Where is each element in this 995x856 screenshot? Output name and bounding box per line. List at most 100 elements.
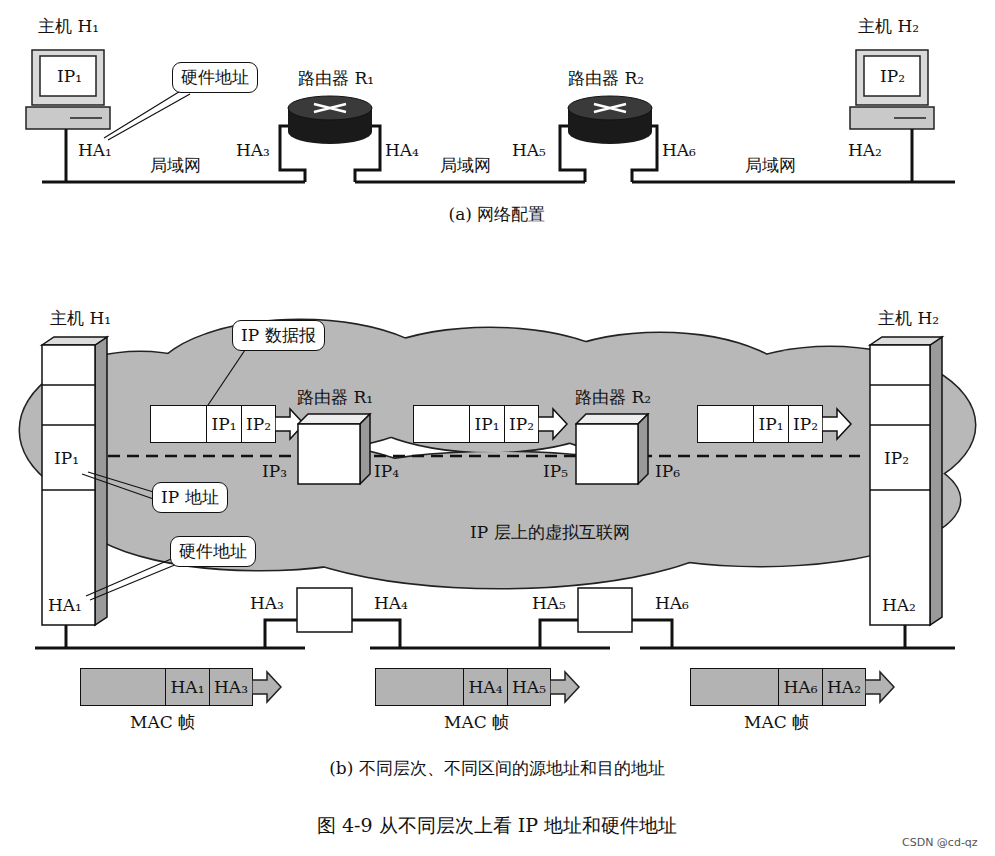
- frame-body: [150, 405, 206, 443]
- label: HA₆: [662, 140, 696, 160]
- label: MAC 帧: [444, 712, 509, 732]
- arrow-head: [538, 405, 568, 443]
- hardware-address: HA₁: [171, 677, 205, 697]
- label: HA₂: [848, 140, 882, 160]
- callout-box: IP 数据报: [232, 320, 325, 351]
- lan-line: [35, 620, 955, 648]
- label: 主机 H₁: [38, 16, 99, 36]
- frame-body: [697, 405, 753, 443]
- ip-address: IP₁: [475, 414, 500, 434]
- label-box: IP 层上的虚拟互联网: [470, 522, 630, 542]
- label-box: HA₂: [882, 595, 916, 615]
- label-box: 主机 H₂: [878, 308, 939, 328]
- callout-text: IP 地址: [161, 487, 219, 507]
- label-box: IP₁: [57, 66, 82, 86]
- label: MAC 帧: [744, 712, 809, 732]
- label: 主机 H₂: [878, 308, 939, 328]
- ip-datagram: IP₁ IP₂: [413, 405, 568, 443]
- label: IP₆: [655, 461, 680, 481]
- label-box: 路由器 R₁: [298, 68, 374, 88]
- label: HA₄: [385, 140, 419, 160]
- mac-frame: HA₁HA₃: [80, 668, 282, 706]
- label-box: HA₃: [250, 593, 284, 613]
- ip-address: IP₂: [509, 414, 534, 434]
- label-box: HA₄: [385, 140, 419, 160]
- leader-line: [104, 90, 190, 140]
- mac-frame: HA₄HA₅: [375, 668, 580, 706]
- label-box: MAC 帧: [444, 712, 509, 732]
- label: HA₄: [374, 593, 408, 613]
- router-name: 路由器 R₁: [297, 386, 373, 409]
- label-box: 局域网: [440, 155, 491, 175]
- ip-address: IP₁: [759, 414, 784, 434]
- label-box: MAC 帧: [130, 712, 195, 732]
- frame-body: [375, 668, 463, 706]
- address-field: HA₅: [507, 668, 551, 706]
- watermark: CSDN @cd-qz: [902, 836, 978, 849]
- arrow-head: [865, 668, 895, 706]
- label-box: HA₅: [512, 140, 546, 160]
- label: MAC 帧: [130, 712, 195, 732]
- label: 主机 H₂: [858, 16, 919, 36]
- label-box: (b) 不同层次、不同区间的源地址和目的地址: [329, 758, 665, 778]
- router-cube: [297, 413, 373, 485]
- router-name: 路由器 R₂: [575, 386, 651, 409]
- address-field: HA₁: [165, 668, 209, 706]
- label: IP₄: [374, 461, 399, 481]
- label: HA₂: [882, 595, 916, 615]
- hardware-address: HA₅: [512, 677, 546, 697]
- protocol-stack: [42, 337, 942, 625]
- address-field: HA₃: [209, 668, 253, 706]
- callout-text: IP 数据报: [241, 325, 316, 345]
- label: HA₃: [250, 593, 284, 613]
- caption-box: 图 4-9 从不同层次上看 IP 地址和硬件地址: [317, 814, 677, 837]
- label: IP₂: [884, 448, 909, 468]
- label-box: IP₄: [374, 461, 399, 481]
- label: IP₅: [543, 461, 568, 481]
- frame-body: [690, 668, 778, 706]
- label-box: IP₂: [880, 66, 905, 86]
- label: 局域网: [150, 155, 201, 175]
- label: 局域网: [745, 155, 796, 175]
- label-box: HA₅: [532, 593, 566, 613]
- frame-body: [413, 405, 469, 443]
- label-box: HA₆: [655, 593, 689, 613]
- cloud: [20, 320, 975, 588]
- label-box: IP₆: [655, 461, 680, 481]
- ip-address: IP₁: [212, 414, 237, 434]
- label-box: 局域网: [150, 155, 201, 175]
- label-box: 局域网: [745, 155, 796, 175]
- label-box: HA₁: [48, 595, 82, 615]
- callout-text: 硬件地址: [179, 541, 247, 561]
- mac-frame: HA₆HA₂: [690, 668, 895, 706]
- router: 路由器 R₂: [575, 386, 651, 485]
- hardware-address: HA₆: [784, 677, 818, 697]
- label: 路由器 R₂: [568, 68, 644, 88]
- label: IP₃: [262, 461, 287, 481]
- sub-caption: (a) 网络配置: [449, 204, 546, 224]
- sub-caption: (b) 不同层次、不同区间的源地址和目的地址: [329, 758, 665, 778]
- label-box: CSDN @cd-qz: [902, 836, 978, 849]
- callout-box: IP 地址: [152, 482, 228, 513]
- label-box: HA₆: [662, 140, 696, 160]
- label-box: MAC 帧: [744, 712, 809, 732]
- address-field: HA₆: [778, 668, 822, 706]
- label: 路由器 R₁: [298, 68, 374, 88]
- frame-body: [80, 668, 165, 706]
- ip-datagram: IP₁IP₂: [697, 405, 852, 443]
- label-box: 主机 H₁: [50, 308, 111, 328]
- router-box: [297, 588, 632, 632]
- address-field: IP₂: [788, 405, 823, 443]
- label: IP 层上的虚拟互联网: [470, 522, 630, 542]
- ip-layer-line: [108, 455, 860, 458]
- arrow-head: [252, 668, 282, 706]
- router-cube: [575, 413, 651, 485]
- arrow-head: [550, 668, 580, 706]
- label-box: HA₄: [374, 593, 408, 613]
- label-box: HA₃: [236, 140, 270, 160]
- address-field: IP₁: [206, 405, 241, 443]
- address-field: IP₁: [753, 405, 788, 443]
- arrow-head: [822, 405, 852, 443]
- label: IP₂: [880, 66, 905, 86]
